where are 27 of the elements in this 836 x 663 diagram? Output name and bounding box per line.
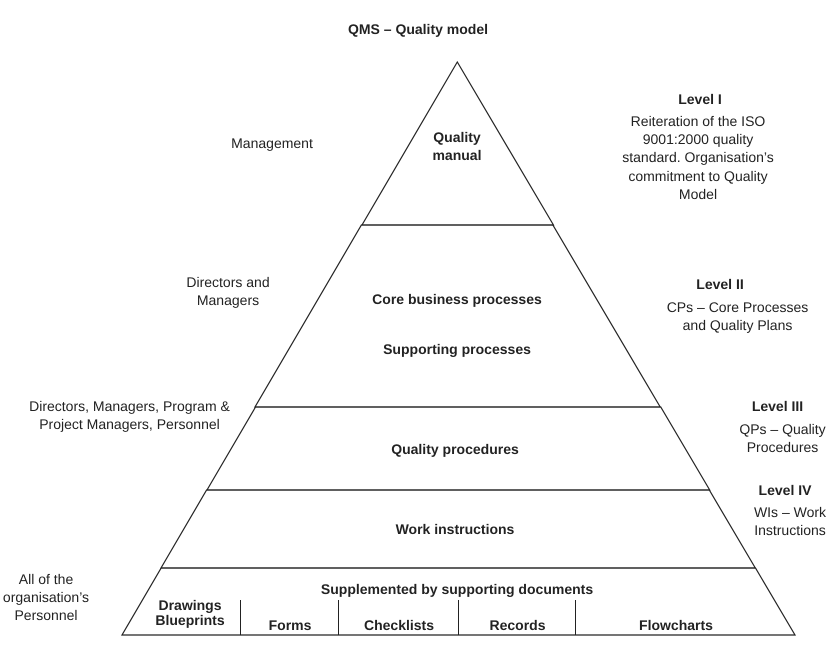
tier-label: Quality manual (431, 128, 482, 164)
tier-label: Flowcharts (638, 618, 714, 634)
pyramid-tier (161, 490, 756, 568)
side-note: All of the organisation’s Personnel (2, 570, 90, 625)
side-note: CPs – Core Processes and Quality Plans (666, 298, 810, 334)
level-heading: Level II (695, 275, 745, 294)
tier-label: Forms (268, 618, 312, 634)
level-heading: Level I (677, 90, 723, 108)
tier-label: Work instructions (394, 520, 516, 538)
side-note: Reiteration of the ISO 9001:2000 quality standard. Organisation’s commitment to Quality Model (621, 112, 775, 203)
tier-label: Records (488, 618, 547, 634)
side-note: QPs – Quality Procedures (738, 420, 827, 456)
level-heading: Level IV (758, 481, 812, 500)
side-note: Directors and Managers (185, 273, 271, 310)
pyramid-apex (362, 62, 554, 225)
tier-label: Quality procedures (390, 440, 520, 458)
tier-label: Checklists (362, 618, 436, 634)
pyramid-tier (122, 568, 795, 635)
side-note: WIs – Work Instructions (752, 503, 828, 540)
tier-label: Drawings Blueprints (154, 598, 226, 629)
tier-label: Core business processes (371, 290, 543, 308)
level-heading: Level III (750, 397, 804, 416)
side-note: Management (230, 134, 314, 152)
diagram-title: QMS – Quality model (346, 20, 490, 38)
tier-label: Supporting processes (382, 340, 532, 358)
side-note: Directors, Managers, Program & Project Managers, Personnel (28, 397, 231, 434)
tier-label: Supplemented by supporting documents (320, 580, 594, 598)
